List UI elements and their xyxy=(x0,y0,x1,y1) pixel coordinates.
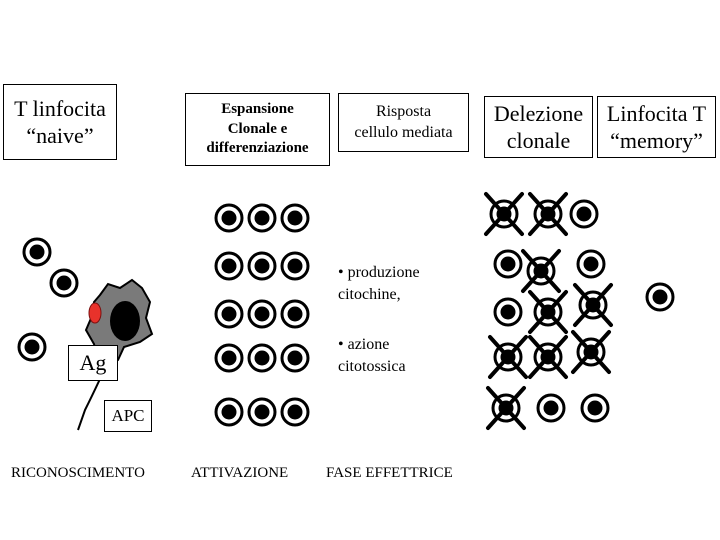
apc-nucleus xyxy=(110,301,140,341)
box-risposta: Risposta cellulo mediata xyxy=(338,93,469,152)
box-delezione: Delezione clonale xyxy=(484,96,593,158)
effector-cytotoxic-line1: • azione xyxy=(338,336,390,353)
clone-cell-r3-c3 xyxy=(280,299,310,329)
deletion-cross-5 xyxy=(521,249,561,293)
phase-attivazione: ATTIVAZIONE xyxy=(191,465,289,481)
deletion-cross-9 xyxy=(573,283,613,327)
deletion-cell-6 xyxy=(576,249,606,279)
box-espansione-line2: Clonale e xyxy=(227,120,288,137)
box-espansione-line3: differenziazione xyxy=(206,140,309,157)
box-risposta-line1: Risposta xyxy=(375,102,432,120)
box-espansione: Espansione Clonale e differenziazione xyxy=(185,93,330,166)
deletion-cross-1 xyxy=(484,192,524,236)
deletion-cell-7 xyxy=(493,297,523,327)
phase-effettrice: FASE EFFETTRICE xyxy=(326,465,453,481)
effector-cytokine-line2: citochine, xyxy=(338,286,401,304)
deletion-cross-10 xyxy=(488,335,528,379)
box-apc: APC xyxy=(104,400,152,432)
box-delezione-line2: clonale xyxy=(506,128,571,153)
box-memory: Linfocita T “memory” xyxy=(597,96,716,158)
box-ag: Ag xyxy=(68,345,118,381)
box-espansione-line1: Espansione xyxy=(221,101,294,118)
effector-cytokine-line1: • produzione xyxy=(338,264,420,281)
clone-cell-r3-c1 xyxy=(214,299,244,329)
clone-cell-r2-c2 xyxy=(247,251,277,281)
clone-cell-r4-c2 xyxy=(247,343,277,373)
clone-cell-r5-c3 xyxy=(280,397,310,427)
phase-riconoscimento: RICONOSCIMENTO xyxy=(11,465,145,481)
clone-cell-r4-c3 xyxy=(280,343,310,373)
clone-cell-r3-c2 xyxy=(247,299,277,329)
naive-cell-3 xyxy=(17,332,47,362)
box-memory-line2: “memory” xyxy=(610,128,703,153)
naive-cell-1 xyxy=(22,237,52,267)
antigen-marker xyxy=(88,302,102,324)
clone-cell-r2-c3 xyxy=(280,251,310,281)
deletion-cross-12 xyxy=(571,330,611,374)
box-memory-line1: Linfocita T xyxy=(606,100,707,126)
effector-cytotoxic: • azione citotossica xyxy=(338,334,406,379)
box-delezione-line1: Delezione xyxy=(493,100,584,126)
deletion-cell-14 xyxy=(536,393,566,423)
clone-cell-r4-c1 xyxy=(214,343,244,373)
box-risposta-line2: cellulo mediata xyxy=(354,123,453,141)
box-t-naive: T linfocita “naive” xyxy=(3,84,117,160)
clone-cell-r1-c3 xyxy=(280,203,310,233)
deletion-cross-8 xyxy=(528,290,568,334)
clone-cell-r1-c2 xyxy=(247,203,277,233)
effector-cytokine: • produzione citochine, xyxy=(338,262,420,307)
deletion-cell-3 xyxy=(569,199,599,229)
box-t-naive-line1: T linfocita xyxy=(14,95,106,121)
clone-cell-r2-c1 xyxy=(214,251,244,281)
naive-cell-2 xyxy=(49,268,79,298)
deletion-cross-11 xyxy=(528,335,568,379)
deletion-cross-2 xyxy=(528,192,568,236)
clone-cell-r1-c1 xyxy=(214,203,244,233)
deletion-cross-13 xyxy=(486,386,526,430)
clone-cell-r5-c2 xyxy=(247,397,277,427)
memory-cell xyxy=(645,282,675,312)
deletion-cell-4 xyxy=(493,249,523,279)
box-t-naive-line2: “naive” xyxy=(26,123,94,148)
effector-cytotoxic-line2: citotossica xyxy=(338,358,406,376)
box-ag-label: Ag xyxy=(79,350,107,376)
clone-cell-r5-c1 xyxy=(214,397,244,427)
box-apc-label: APC xyxy=(111,406,145,425)
deletion-cell-15 xyxy=(580,393,610,423)
